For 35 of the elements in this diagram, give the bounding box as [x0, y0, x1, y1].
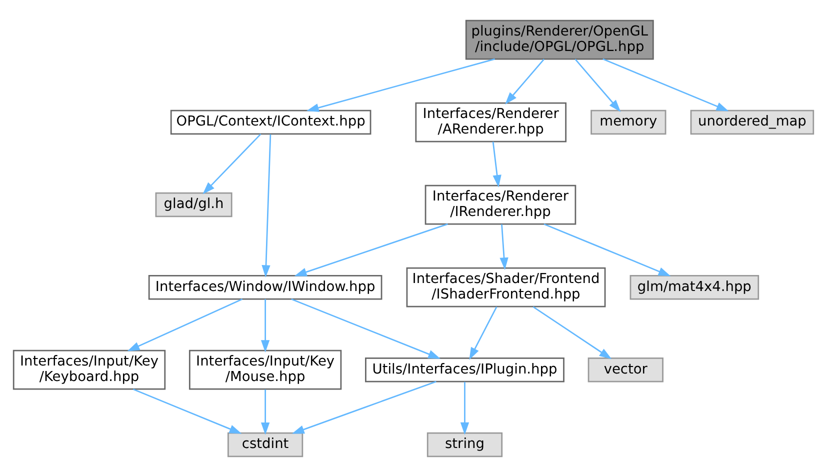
node-box: Interfaces/Input/Key /Mouse.hpp	[188, 349, 342, 390]
arrow	[260, 298, 270, 352]
arrow	[574, 58, 621, 112]
arrow	[460, 381, 470, 434]
node-box: Utils/Interfaces/IPlugin.hpp	[365, 356, 564, 382]
node-box: OPGL/Context/IContext.hpp	[170, 109, 372, 134]
arrow	[294, 222, 448, 276]
arrow	[544, 222, 671, 276]
arrow	[532, 306, 612, 359]
arrow	[492, 141, 502, 187]
node-box: Interfaces/Renderer /ARenderer.hpp	[415, 102, 567, 142]
node-box: glm/mat4x4.hpp	[630, 274, 760, 300]
arrow	[500, 224, 508, 270]
arrow	[132, 388, 242, 434]
node-box: Interfaces/Shader/Frontend /IShaderFrontend.hpp	[406, 266, 606, 307]
arrow	[291, 298, 441, 358]
arrow	[602, 58, 729, 111]
node-box: Interfaces/Window/IWindow.hpp	[148, 274, 382, 300]
node-box: unordered_map	[690, 109, 814, 134]
arrow	[292, 380, 436, 434]
arrow	[306, 58, 495, 112]
node-box: Interfaces/Input/Key /Keyboard.hpp	[12, 349, 166, 390]
arrow	[469, 306, 498, 360]
node-box: string	[426, 432, 503, 457]
arrow	[260, 388, 270, 434]
arrow	[127, 298, 243, 351]
node-box: Interfaces/Renderer /IRenderer.hpp	[424, 184, 576, 224]
arrow	[202, 133, 262, 194]
node-box: cstdint	[227, 432, 304, 457]
node-box: glad/gl.h	[155, 192, 232, 217]
node-box: vector	[588, 356, 664, 382]
node-box: memory	[590, 109, 666, 134]
arrow	[505, 58, 545, 104]
node-box: plugins/Renderer/OpenGL /include/OPGL/OPGL.hpp	[465, 19, 654, 60]
arrow	[262, 134, 272, 278]
